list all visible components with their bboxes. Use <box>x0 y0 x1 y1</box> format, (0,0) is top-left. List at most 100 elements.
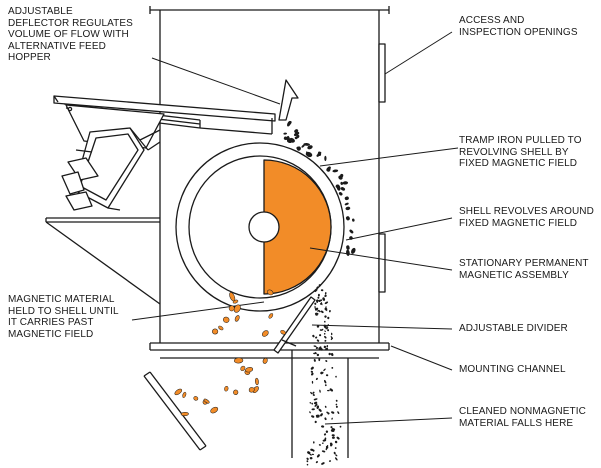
nonmagnetic-particle <box>331 436 335 439</box>
nonmagnetic-particle <box>322 297 326 301</box>
nonmagnetic-particle <box>310 366 314 370</box>
tramp-iron-particle <box>351 218 355 222</box>
reject-chute-plate <box>149 371 207 447</box>
tramp-iron-particle <box>296 146 300 150</box>
nonmagnetic-particle <box>339 425 342 428</box>
label-access: ACCESS AND INSPECTION OPENINGS <box>459 15 578 38</box>
tramp-iron-particle <box>338 175 343 180</box>
nonmagnetic-particle <box>311 380 314 384</box>
nonmagnetic-particle <box>323 332 326 335</box>
label-shell: SHELL REVOLVES AROUND FIXED MAGNETIC FIE… <box>459 206 594 229</box>
nonmagnetic-particle <box>309 411 311 414</box>
nonmagnetic-particle <box>318 284 322 287</box>
magnetic-particles <box>174 289 286 417</box>
nonmagnetic-particle <box>317 293 320 297</box>
magnetic-particle <box>245 367 254 373</box>
nonmagnetic-particle <box>311 415 315 418</box>
drum-hub <box>248 211 280 243</box>
access-opening-lower <box>378 233 386 293</box>
magnetic-particle <box>212 328 219 335</box>
nonmagnetic-particle <box>325 327 329 330</box>
nonmagnetic-particle <box>327 329 330 332</box>
tramp-iron-particle <box>296 134 300 139</box>
nonmagnetic-particle <box>314 302 317 305</box>
tramp-iron-particles <box>283 120 356 256</box>
nonmagnetic-particle <box>314 420 317 424</box>
magnetic-particle <box>234 315 240 322</box>
nonmagnetic-particle <box>335 375 337 378</box>
nonmagnetic-particle <box>318 444 321 446</box>
tramp-iron-particle <box>318 151 322 154</box>
nonmagnetic-particle <box>319 334 322 337</box>
label-magnetic-material: MAGNETIC MATERIAL HELD TO SHELL UNTIL IT… <box>8 294 119 340</box>
nonmagnetic-particle <box>325 430 329 433</box>
nonmagnetic-particle <box>328 460 332 462</box>
nonmagnetic-particle <box>309 456 313 460</box>
nonmagnetic-particle <box>324 315 327 318</box>
nonmagnetic-particle <box>311 408 315 411</box>
magnetic-particle <box>229 292 236 302</box>
nonmagnetic-particle <box>321 425 325 428</box>
tramp-iron-particle <box>340 187 346 191</box>
tramp-iron-particle <box>340 181 344 185</box>
nonmagnetic-particle <box>335 405 338 408</box>
nonmagnetic-particle <box>318 357 321 362</box>
magnetic-particle <box>233 304 241 313</box>
vibratory-feeder-tray <box>53 95 276 122</box>
tramp-iron-particle <box>289 137 295 143</box>
nonmagnetic-particle <box>326 411 329 414</box>
nonmagnetic-particle <box>312 441 315 444</box>
tramp-iron-particle <box>345 206 351 211</box>
nonmagnetic-particle <box>315 336 318 339</box>
magnetic-particle <box>268 313 274 319</box>
leader-mounting <box>390 345 453 371</box>
nonmagnetic-particle <box>319 329 323 331</box>
tramp-iron-particle <box>307 145 313 150</box>
nonmagnetic-particle <box>330 336 333 340</box>
magnetic-particle <box>203 398 210 404</box>
tramp-iron-particle <box>306 151 309 157</box>
nonmagnetic-particle <box>328 310 331 313</box>
nonmagnetic-particle <box>313 398 318 401</box>
magnetic-particle <box>267 289 274 296</box>
nonmagnetic-particle <box>311 453 315 456</box>
nonmagnetic-particle <box>310 370 314 373</box>
nonmagnetic-particle <box>324 292 327 295</box>
nonmagnetic-particle <box>309 402 312 404</box>
nonmagnetic-particle <box>314 403 318 407</box>
tramp-iron-particle <box>346 249 350 256</box>
nonmagnetic-particle <box>330 332 333 336</box>
nonmagnetic-particle <box>328 352 331 356</box>
tramp-iron-particle <box>316 153 320 157</box>
nonmagnetic-particle <box>324 379 327 384</box>
nonmagnetic-particle <box>320 289 324 292</box>
adjustable-deflector <box>278 79 299 121</box>
magnetic-particle <box>180 411 189 417</box>
magnetic-particle <box>261 330 269 337</box>
nonmagnetic-particle <box>326 345 329 348</box>
nonmagnetic-particle <box>324 384 327 387</box>
tramp-iron-particle <box>344 202 349 206</box>
nonmagnetic-particle <box>325 309 328 312</box>
tramp-iron-particle <box>345 216 350 221</box>
nonmagnetic-particle <box>316 454 320 458</box>
nonmagnetic-particle <box>322 439 327 442</box>
adjustable-divider <box>273 296 316 354</box>
tramp-iron-particle <box>351 247 356 254</box>
label-tramp-iron: TRAMP IRON PULLED TO REVOLVING SHELL BY … <box>459 135 582 169</box>
nonmagnetic-particle <box>307 451 311 455</box>
nonmagnetic-particle <box>319 389 321 393</box>
nonmagnetic-particle <box>315 414 320 417</box>
nonmagnetic-particle <box>310 448 314 451</box>
nonmagnetic-particle <box>314 352 317 355</box>
nonmagnetic-particle <box>320 371 323 375</box>
nonmagnetic-particle <box>315 346 319 350</box>
leader-access <box>384 31 453 75</box>
nonmagnetic-particle <box>323 433 327 436</box>
nonmagnetic-particles <box>306 284 342 466</box>
nonmagnetic-particle <box>324 417 327 421</box>
nonmagnetic-particle <box>313 401 318 405</box>
nonmagnetic-particle <box>318 408 322 412</box>
nonmagnetic-particle <box>325 446 328 451</box>
nonmagnetic-particle <box>324 301 329 305</box>
